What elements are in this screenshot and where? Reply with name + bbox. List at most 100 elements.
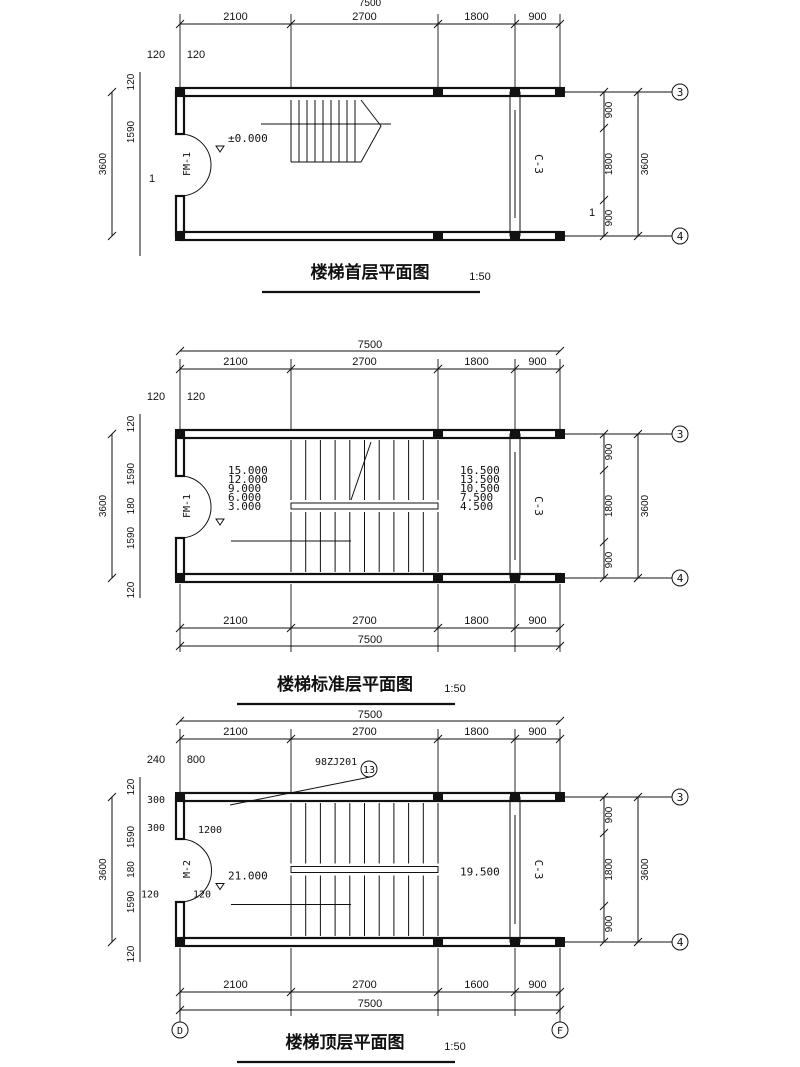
- dimension-tick: [107, 937, 117, 947]
- level-mark: 3.000: [228, 500, 261, 513]
- door-swing: [179, 133, 212, 166]
- door-swing: [179, 838, 212, 871]
- door-swing: [179, 475, 212, 508]
- dimension-text: 180: [126, 497, 137, 514]
- break-line: [360, 99, 382, 163]
- level-mark: ±0.000: [228, 132, 268, 145]
- dimension-text: 1590: [126, 890, 137, 913]
- dimension-text: 120: [147, 49, 165, 61]
- level-mark: 16.500: [460, 464, 500, 477]
- axis-bubble: [671, 933, 689, 951]
- dimension-text: 2100: [223, 356, 247, 368]
- west-wall-upper: [174, 90, 186, 136]
- axis-label: F: [557, 1026, 563, 1037]
- dimension-text: 7500: [358, 998, 382, 1010]
- dimension-text: 900: [604, 209, 615, 226]
- level-mark: 6.000: [228, 491, 261, 504]
- axis-label: 4: [677, 230, 684, 243]
- axis-bubble: [671, 788, 689, 806]
- level-mark: 4.500: [460, 500, 493, 513]
- dimension-text: 800: [187, 754, 205, 766]
- handrail: [290, 502, 439, 510]
- north-wall: [178, 428, 562, 440]
- window-label: C-3: [532, 154, 545, 174]
- door-swing: [179, 870, 212, 903]
- west-wall-lower: [174, 536, 186, 580]
- dimension-text: 2100: [223, 979, 247, 991]
- dimension-text: 3600: [640, 494, 651, 517]
- dimension-text: 2700: [352, 11, 376, 23]
- west-wall-upper: [174, 795, 186, 841]
- dimension-text: 900: [528, 979, 546, 991]
- level-mark: 19.500: [460, 866, 500, 879]
- dimension-text: 3600: [98, 494, 109, 517]
- dimension-tick: [175, 716, 185, 726]
- dimension-text: 240: [147, 754, 165, 766]
- level-triangle: [215, 518, 225, 526]
- column: [510, 573, 520, 583]
- section-cut-mark: 1: [149, 173, 155, 185]
- plan-scale: 1:50: [444, 683, 465, 695]
- south-wall: [178, 936, 562, 948]
- axis-label: D: [177, 1026, 183, 1037]
- dimension-text: 7500: [358, 709, 382, 721]
- dimension-text: 120: [126, 581, 137, 598]
- dimension-text: 120: [126, 778, 137, 795]
- dimension-text: 900: [604, 101, 615, 118]
- north-wall: [178, 86, 562, 98]
- dimension-tick: [599, 537, 609, 547]
- column: [175, 231, 185, 241]
- level-mark: 13.500: [460, 473, 500, 486]
- dimension-text: 900: [604, 443, 615, 460]
- annotation: 120: [141, 890, 159, 901]
- dimension-text: 900: [604, 551, 615, 568]
- dimension-text: 900: [604, 915, 615, 932]
- door-label: FM-1: [182, 152, 193, 176]
- plan-scale: 1:50: [444, 1041, 465, 1053]
- north-wall: [178, 791, 562, 803]
- dimension-text: 2700: [352, 356, 376, 368]
- dimension-text: 1800: [464, 11, 488, 23]
- column: [433, 231, 443, 241]
- column: [433, 937, 443, 947]
- door-label: M-2: [182, 860, 193, 878]
- dimension-text: 120: [126, 945, 137, 962]
- axis-bubble: [171, 1021, 189, 1039]
- plan-title: 楼梯顶层平面图: [286, 1032, 405, 1053]
- dimension-text: 1590: [126, 526, 137, 549]
- west-wall-upper: [174, 432, 186, 478]
- column: [433, 87, 443, 97]
- level-mark: 9.000: [228, 482, 261, 495]
- dimension-tick: [107, 573, 117, 583]
- dimension-tick: [555, 716, 565, 726]
- dimension-text: 7500: [358, 339, 382, 351]
- south-wall: [178, 572, 562, 584]
- dimension-tick: [107, 429, 117, 439]
- dimension-tick: [599, 828, 609, 838]
- dimension-tick: [175, 641, 185, 651]
- dimension-text: 1800: [604, 152, 615, 175]
- axis-bubble: [671, 83, 689, 101]
- level-triangle: [215, 145, 225, 153]
- window-label: C-3: [532, 496, 545, 516]
- west-wall-lower: [174, 900, 186, 944]
- west-wall-lower: [174, 194, 186, 238]
- dimension-text: 120: [147, 391, 165, 403]
- door-swing: [179, 164, 212, 197]
- dimension-text: 1590: [126, 462, 137, 485]
- dimension-tick: [175, 346, 185, 356]
- level-mark: 7.500: [460, 491, 493, 504]
- south-wall: [178, 230, 562, 242]
- leader-line: [229, 776, 371, 806]
- column: [510, 231, 520, 241]
- dimension-text: 2700: [352, 979, 376, 991]
- dimension-text: 900: [528, 11, 546, 23]
- dimension-tick: [555, 346, 565, 356]
- dimension-text: 1800: [464, 615, 488, 627]
- dimension-text: 180: [126, 861, 137, 878]
- column: [433, 429, 443, 439]
- dimension-text: 1600: [464, 979, 488, 991]
